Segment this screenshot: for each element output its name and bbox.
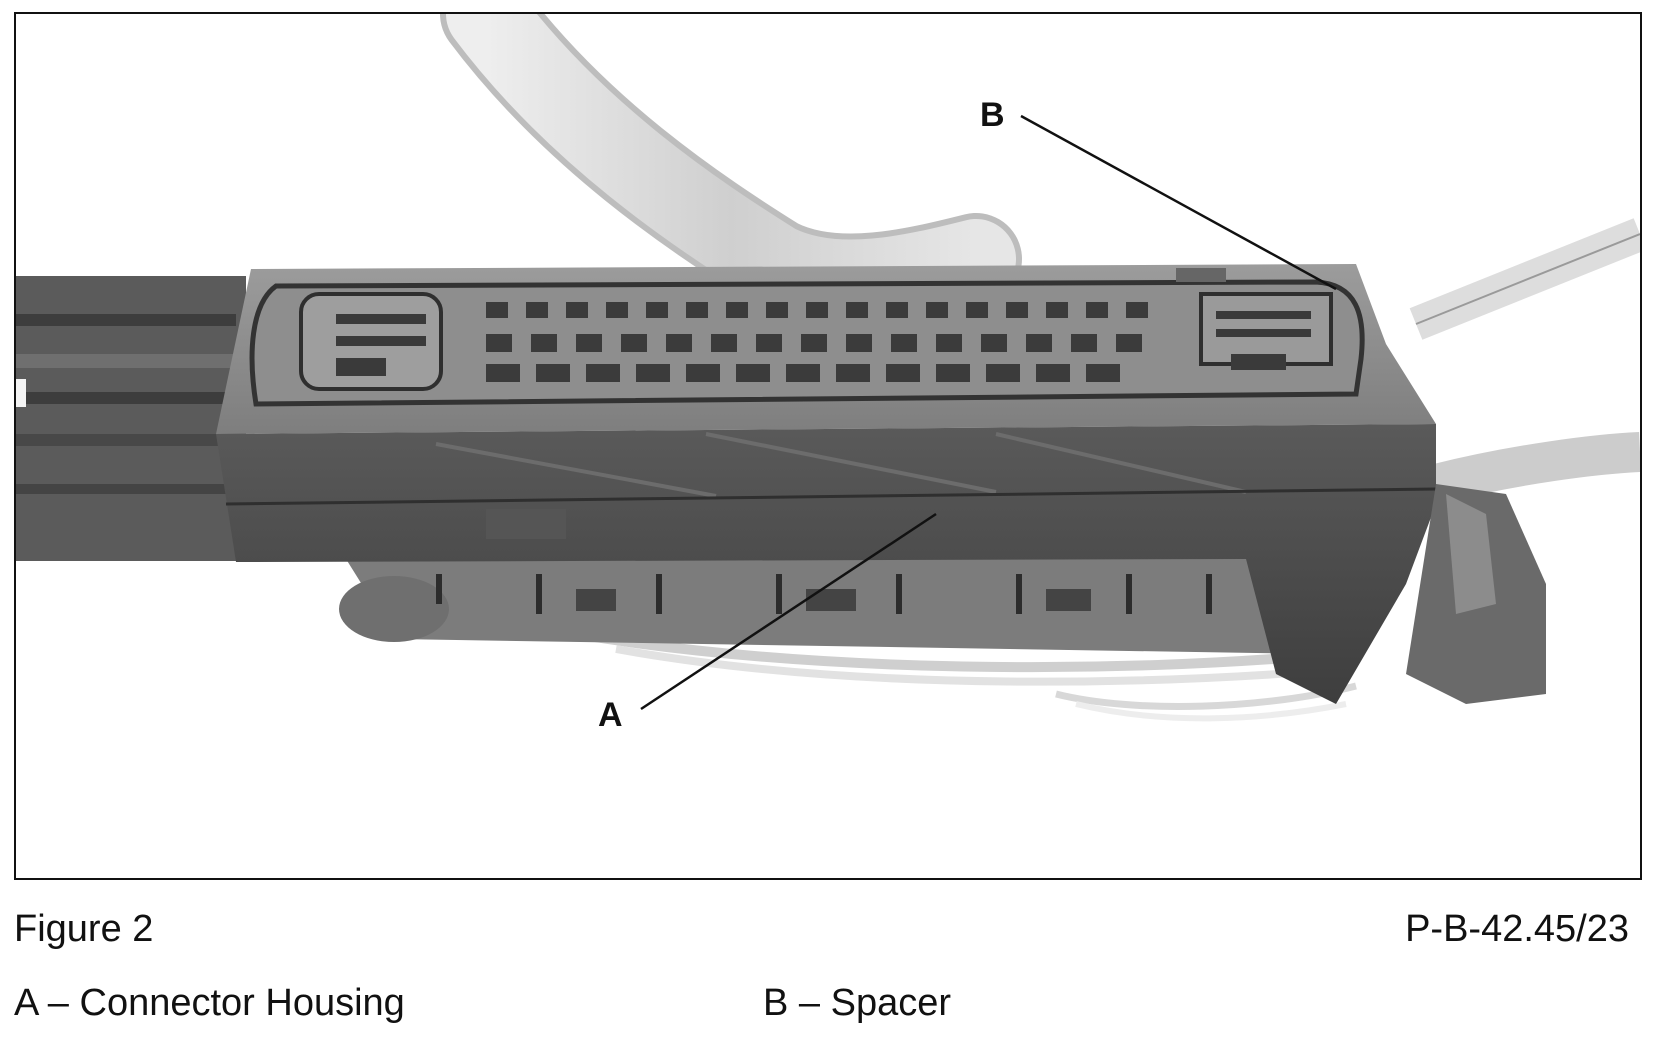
leader-line-b (1020, 114, 1337, 291)
legend-item-spacer: B – Spacer (763, 982, 951, 1024)
connector-lower-body (339, 559, 1316, 654)
figure-code: P-B-42.45/23 (1405, 908, 1629, 950)
wire-bundle (575, 629, 1357, 722)
pin-cavity-face (249, 268, 1365, 407)
figure-title: Figure 2 (14, 908, 154, 950)
leader-line-a (640, 512, 937, 711)
legend-item-connector-housing: A – Connector Housing (14, 982, 405, 1024)
connector-illustration: B A (16, 14, 1640, 734)
callout-a-label: A (598, 696, 623, 734)
left-rail (16, 276, 246, 561)
callout-b-label: B (980, 96, 1005, 134)
connector-photo: B A (14, 12, 1642, 880)
